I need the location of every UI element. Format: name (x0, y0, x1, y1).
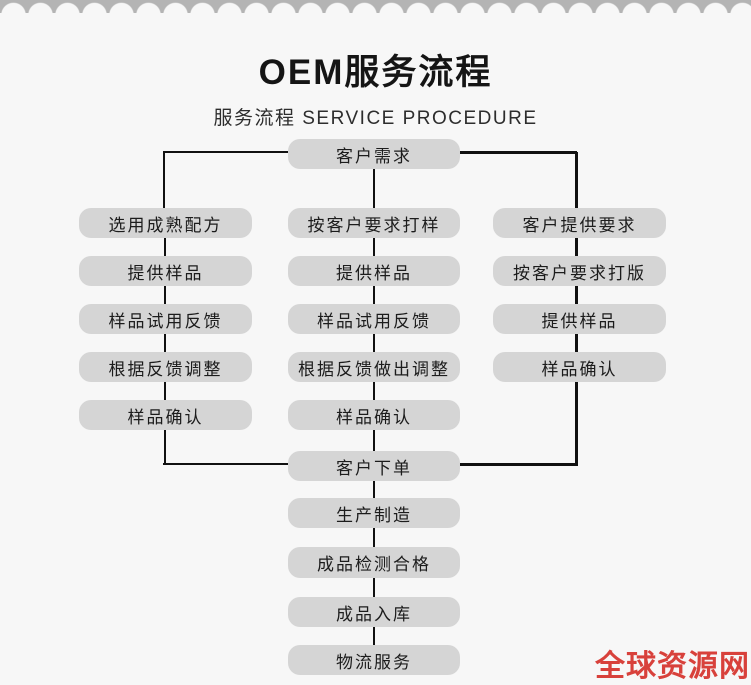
connector-line (460, 463, 578, 466)
connector-line (164, 334, 166, 352)
connector-line (575, 152, 578, 208)
node-mid-adjust-by-feedback: 根据反馈做出调整 (288, 352, 460, 382)
connector-line (373, 577, 375, 597)
connector-line (575, 334, 578, 352)
node-production: 生产制造 (288, 498, 460, 528)
serrated-paper-edge (0, 0, 751, 13)
connector-line (373, 627, 375, 645)
connector-line (163, 463, 288, 465)
connector-line (373, 430, 375, 451)
node-left-select-mature-formula: 选用成熟配方 (79, 208, 252, 238)
node-right-customer-provides-requirements: 客户提供要求 (493, 208, 666, 238)
node-right-sample-confirm: 样品确认 (493, 352, 666, 382)
connector-line (163, 151, 165, 208)
node-customer-requirements: 客户需求 (288, 139, 460, 169)
node-mid-sample-per-customer-request: 按客户要求打样 (288, 208, 460, 238)
watermark-logo: 全球资源网 (595, 650, 750, 683)
node-left-sample-confirm: 样品确认 (79, 400, 252, 430)
node-right-provide-sample: 提供样品 (493, 304, 666, 334)
node-customer-order: 客户下单 (288, 451, 460, 481)
connector-line (373, 481, 375, 498)
node-left-adjust-by-feedback: 根据反馈调整 (79, 352, 252, 382)
node-left-sample-trial-feedback: 样品试用反馈 (79, 304, 252, 334)
node-mid-provide-sample: 提供样品 (288, 256, 460, 286)
node-inspection-passed: 成品检测合格 (288, 547, 460, 578)
connector-line (458, 151, 577, 154)
connector-line (163, 151, 288, 153)
node-logistics: 物流服务 (288, 645, 460, 675)
connector-line (575, 286, 578, 304)
connector-line (373, 238, 375, 256)
node-warehousing: 成品入库 (288, 597, 460, 627)
connector-line (373, 334, 375, 352)
connector-line (164, 382, 166, 400)
node-mid-sample-trial-feedback: 样品试用反馈 (288, 304, 460, 334)
connector-line (373, 528, 375, 547)
connector-line (373, 169, 375, 208)
connector-line (373, 382, 375, 400)
node-right-pattern-per-customer-request: 按客户要求打版 (493, 256, 666, 286)
connector-line (373, 286, 375, 304)
node-left-provide-sample: 提供样品 (79, 256, 252, 286)
connector-line (164, 286, 166, 304)
page-subtitle: 服务流程 SERVICE PROCEDURE (213, 108, 538, 129)
connector-line (164, 238, 166, 256)
connector-line (575, 382, 578, 466)
connector-line (164, 430, 166, 464)
node-mid-sample-confirm: 样品确认 (288, 400, 460, 430)
connector-line (575, 238, 578, 256)
page-title: OEM服务流程 (258, 53, 493, 92)
